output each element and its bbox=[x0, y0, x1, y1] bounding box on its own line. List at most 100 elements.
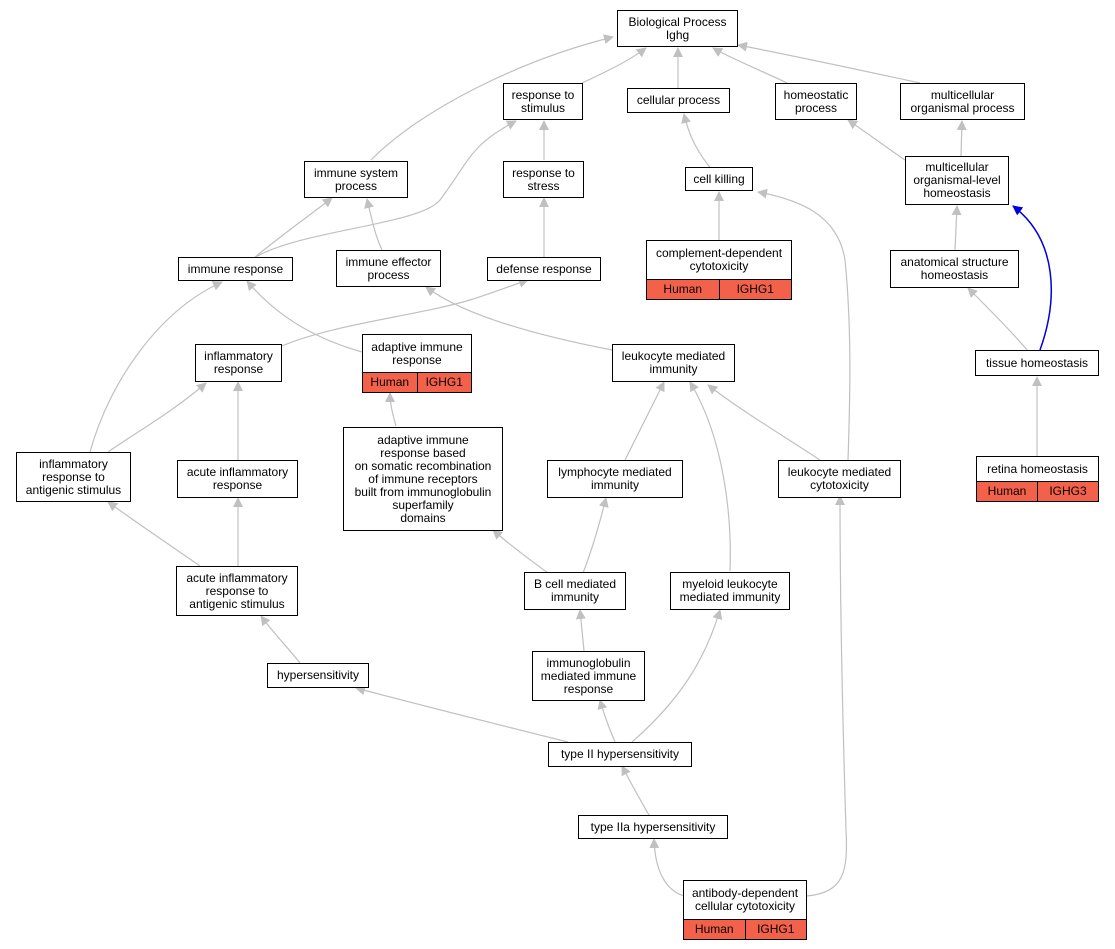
edge-leukocyte-mediated-cytotoxicity-to-leukocyte-mediated-immunity bbox=[707, 384, 821, 461]
annotation-gene: IGHG1 bbox=[744, 920, 806, 939]
node-homeostatic-process[interactable]: homeostatic process bbox=[775, 83, 857, 120]
node-immune-effector-process[interactable]: immune effector process bbox=[336, 250, 441, 287]
edge-response-to-stimulus-to-biological-process bbox=[581, 47, 647, 84]
edge-acute-inflammatory-response-to-antigenic-stimulus-to-inflammatory-response-to-antigenic-stimulus bbox=[107, 501, 201, 567]
edge-leukocyte-mediated-immunity-to-immune-effector-process bbox=[425, 286, 613, 351]
edge-immunoglobulin-mediated-immune-response-to-b-cell-mediated-immunity bbox=[575, 609, 586, 652]
node-label: antibody-dependent cellular cytotoxicity bbox=[691, 886, 799, 913]
node-tissue-homeostasis[interactable]: tissue homeostasis bbox=[975, 350, 1099, 376]
node-inflammatory-response-to-antigenic-stimulus[interactable]: inflammatory response to antigenic stimu… bbox=[16, 452, 131, 502]
edge-immune-effector-process-to-immune-system-process bbox=[364, 198, 383, 251]
node-adaptive-immune-response-somatic[interactable]: adaptive immune response based on somati… bbox=[343, 427, 503, 531]
edge-lymphocyte-mediated-immunity-to-leukocyte-mediated-immunity bbox=[623, 381, 665, 463]
node-immune-response[interactable]: immune response bbox=[178, 257, 293, 281]
node-acute-inflammatory-response[interactable]: acute inflammatory response bbox=[177, 460, 298, 498]
node-label: cellular process bbox=[636, 93, 721, 107]
annotation-gene: IGHG3 bbox=[1037, 482, 1098, 501]
edge-type-ii-hypersensitivity-to-immunoglobulin-mediated-immune-response bbox=[597, 699, 616, 743]
edge-tissue-homeostasis-to-mol-homeostasis-highlight bbox=[1012, 205, 1052, 351]
node-multicellular-organismal-level-homeostasis[interactable]: multicellular organismal-level homeostas… bbox=[905, 156, 1009, 205]
node-label: acute inflammatory response bbox=[186, 465, 289, 492]
node-antibody-dependent-cellular-cytotoxicity[interactable]: antibody-dependent cellular cytotoxicity… bbox=[683, 880, 807, 940]
edge-adcc-to-leukocyte-mediated-cytotoxicity bbox=[805, 495, 848, 897]
edge-cell-killing-to-cellular-process bbox=[681, 113, 713, 171]
node-label: type IIa hypersensitivity bbox=[590, 819, 716, 834]
node-inflammatory-response[interactable]: inflammatory response bbox=[195, 344, 282, 382]
node-b-cell-mediated-immunity[interactable]: B cell mediated immunity bbox=[524, 572, 626, 610]
node-type-iia-hypersensitivity[interactable]: type IIa hypersensitivity bbox=[578, 815, 728, 839]
edge-b-cell-mediated-immunity-to-lymphocyte-mediated-immunity bbox=[582, 497, 609, 574]
edge-myeloid-leukocyte-mediated-immunity-to-leukocyte-mediated-immunity bbox=[689, 381, 731, 572]
annotation-row: Human IGHG1 bbox=[647, 279, 791, 299]
edge-adaptive-somatic-to-adaptive-immune-response bbox=[385, 392, 397, 427]
node-label: immune response bbox=[187, 261, 284, 276]
node-adaptive-immune-response[interactable]: adaptive immune response Human IGHG1 bbox=[362, 334, 472, 393]
node-biological-process[interactable]: Biological Process Ighg bbox=[617, 10, 738, 47]
annotation-species: Human bbox=[684, 920, 745, 939]
node-label: lymphocyte mediated immunity bbox=[558, 465, 672, 492]
edge-type-ii-hypersensitivity-to-hypersensitivity bbox=[355, 685, 569, 743]
edge-mol-homeostasis-to-homeostatic-process bbox=[847, 119, 906, 161]
annotation-gene: IGHG1 bbox=[416, 373, 471, 392]
node-label: anatomical structure homeostasis bbox=[900, 255, 1009, 282]
edge-type-iia-hypersensitivity-to-type-ii-hypersensitivity bbox=[621, 765, 650, 816]
node-immunoglobulin-mediated-immune-response[interactable]: immunoglobulin mediated immune response bbox=[532, 651, 645, 701]
annotation-species: Human bbox=[363, 373, 417, 392]
node-label: homeostatic process bbox=[783, 87, 849, 115]
edge-adaptive-immune-response-to-immune-response bbox=[246, 280, 363, 353]
node-acute-inflammatory-response-to-antigenic-stimulus[interactable]: acute inflammatory response to antigenic… bbox=[176, 566, 298, 616]
annotation-row: Human IGHG1 bbox=[684, 919, 806, 939]
node-defense-response[interactable]: defense response bbox=[487, 257, 601, 281]
node-lymphocyte-mediated-immunity[interactable]: lymphocyte mediated immunity bbox=[547, 460, 683, 498]
annotation-species: Human bbox=[977, 482, 1037, 501]
edge-b-cell-mediated-immunity-to-adaptive-somatic bbox=[492, 529, 549, 574]
node-myeloid-leukocyte-mediated-immunity[interactable]: myeloid leukocyte mediated immunity bbox=[670, 572, 790, 610]
node-retina-homeostasis[interactable]: retina homeostasis Human IGHG3 bbox=[976, 456, 1099, 502]
edge-inflammatory-response-to-defense-response bbox=[281, 278, 529, 347]
edge-hypersensitivity-to-acute-inflammatory-response-to-antigenic-stimulus bbox=[260, 615, 301, 664]
node-complement-dependent-cytotoxicity[interactable]: complement-dependent cytotoxicity Human … bbox=[646, 240, 792, 300]
edge-type-ii-hypersensitivity-to-myeloid-leukocyte-mediated-immunity bbox=[631, 609, 723, 743]
node-anatomical-structure-homeostasis[interactable]: anatomical structure homeostasis bbox=[890, 250, 1019, 288]
annotation-row: Human IGHG1 bbox=[363, 372, 471, 392]
node-response-to-stress[interactable]: response to stress bbox=[503, 161, 584, 198]
node-cellular-process[interactable]: cellular process bbox=[627, 88, 730, 113]
node-leukocyte-mediated-immunity[interactable]: leukocyte mediated immunity bbox=[612, 344, 735, 382]
edge-adcc-to-type-iia-hypersensitivity bbox=[649, 838, 685, 897]
node-label: cell killing bbox=[693, 171, 745, 186]
node-label: Biological Process Ighg bbox=[628, 14, 727, 42]
node-label: complement-dependent cytotoxicity bbox=[655, 246, 783, 273]
node-response-to-stimulus[interactable]: response to stimulus bbox=[503, 83, 583, 120]
node-leukocyte-mediated-cytotoxicity[interactable]: leukocyte mediated cytotoxicity bbox=[778, 460, 901, 498]
node-label: immune effector process bbox=[345, 254, 432, 282]
node-type-ii-hypersensitivity[interactable]: type II hypersensitivity bbox=[548, 742, 692, 767]
node-label: B cell mediated immunity bbox=[533, 577, 617, 604]
node-hypersensitivity[interactable]: hypersensitivity bbox=[267, 663, 369, 688]
edge-homeostatic-process-to-biological-process bbox=[712, 47, 788, 84]
node-label: multicellular organismal-level homeostas… bbox=[913, 160, 1001, 200]
annotation-species: Human bbox=[647, 280, 719, 299]
node-label: retina homeostasis bbox=[987, 461, 1088, 476]
node-label: hypersensitivity bbox=[276, 668, 360, 682]
node-label: tissue homeostasis bbox=[985, 355, 1089, 370]
node-label: adaptive immune response based on somati… bbox=[354, 432, 492, 525]
edge-tissue-homeostasis-to-anatomical-structure-homeostasis bbox=[967, 287, 1029, 352]
node-label: acute inflammatory response to antigenic… bbox=[186, 570, 288, 611]
node-cell-killing[interactable]: cell killing bbox=[685, 167, 753, 191]
edge-anatomical-structure-homeostasis-to-mol-homeostasis bbox=[951, 205, 962, 251]
edge-immune-response-to-immune-system-process bbox=[253, 197, 333, 259]
annotation-gene: IGHG1 bbox=[718, 280, 791, 299]
node-multicellular-organismal-process[interactable]: multicellular organismal process bbox=[900, 83, 1025, 120]
node-label: inflammatory response bbox=[204, 349, 273, 376]
node-label: response to stimulus bbox=[511, 87, 575, 115]
node-label: leukocyte mediated immunity bbox=[621, 349, 726, 376]
annotation-row: Human IGHG3 bbox=[977, 481, 1098, 501]
node-label: response to stress bbox=[512, 165, 575, 193]
edge-multicellular-organismal-process-to-biological-process bbox=[737, 41, 921, 84]
node-label: inflammatory response to antigenic stimu… bbox=[25, 456, 122, 497]
node-immune-system-process[interactable]: immune system process bbox=[304, 161, 408, 198]
edge-inflammatory-response-to-antigenic-stimulus-to-inflammatory-response bbox=[107, 382, 207, 453]
node-label: immunoglobulin mediated immune response bbox=[540, 655, 637, 696]
